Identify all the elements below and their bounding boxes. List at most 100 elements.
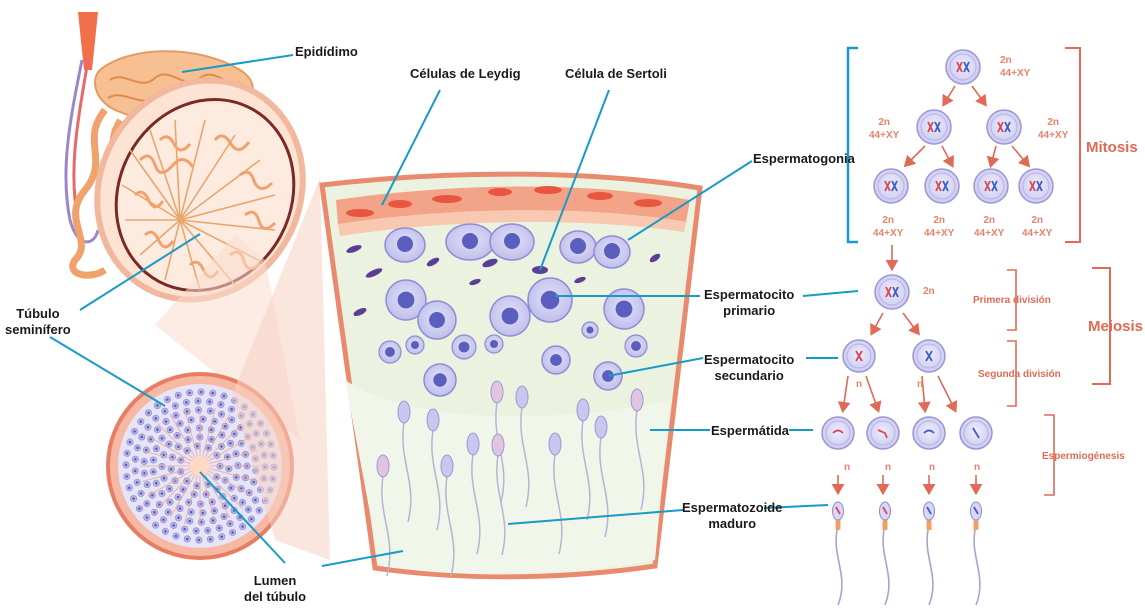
tubule-cell-nucleus [152, 471, 155, 474]
tubule-cell-nucleus [179, 507, 182, 510]
flow-cell [874, 169, 908, 203]
spermatocyte-small-nucleus [631, 341, 641, 351]
flow-cell [822, 417, 854, 449]
label-secundario-line1: Espermatocito [704, 352, 794, 368]
spermatid-head [549, 433, 561, 455]
tubule-cell-nucleus [167, 511, 170, 514]
flow-arrow [906, 146, 925, 165]
label-espermatocito-primario: Espermatocito primario [704, 287, 794, 319]
ploidy-mid-right: 2n 44+XY [1038, 116, 1068, 142]
ploidy-n-0: n [844, 461, 850, 474]
tubule-cell-nucleus [126, 452, 129, 455]
spermatocyte-nucleus [502, 308, 519, 325]
flow-arrow [866, 376, 878, 410]
tubule-cell-nucleus [200, 391, 203, 394]
tubule-cell-nucleus [241, 525, 244, 528]
sperm-tail [974, 526, 980, 605]
sperm-midpiece [927, 520, 932, 530]
ploidy-top-karyo: 44+XY [1000, 67, 1030, 80]
tubule-cell-nucleus [207, 447, 210, 450]
sperm-tail [883, 526, 889, 605]
tubule-cell-nucleus [187, 438, 190, 441]
tubule-cell-nucleus [175, 535, 178, 538]
tubule-cell-nucleus [163, 477, 166, 480]
tubule-cell-nucleus [168, 443, 171, 446]
label-primario-line2: primario [704, 303, 794, 319]
flow-cell [946, 50, 980, 84]
tubule-cell-nucleus [196, 484, 199, 487]
tubule-cell-nucleus [170, 468, 173, 471]
tubule-cell-nucleus [212, 519, 215, 522]
tubule-cell-nucleus [224, 425, 227, 428]
tubule-cell-nucleus [143, 460, 146, 463]
label-secundario-line2: secundario [704, 368, 794, 384]
tubule-cell-nucleus [162, 518, 165, 521]
flow-cell [913, 417, 945, 449]
spermatid-head [491, 381, 503, 403]
tubule-cell-nucleus [172, 524, 175, 527]
spermatid-head [577, 399, 589, 421]
tubule-cell-nucleus [224, 504, 227, 507]
tubule-cell-nucleus [146, 502, 149, 505]
tubule-cell-nucleus [185, 401, 188, 404]
tubule-cell-nucleus [237, 464, 240, 467]
tubule-cell-nucleus [177, 496, 180, 499]
tubule-cell-nucleus [146, 516, 149, 519]
tubule-cell-nucleus [164, 410, 167, 413]
label-espermatocito-secundario: Espermatocito secundario [704, 352, 794, 384]
phase-meiosis: Meiosis [1088, 318, 1143, 335]
flow-arrow [944, 86, 955, 104]
tubule-cell-nucleus [226, 456, 229, 459]
ploidy-midright-2n: 2n [1038, 116, 1068, 129]
spermatogonium-nucleus [570, 238, 586, 254]
tubule-cell-nucleus [209, 410, 212, 413]
tubule-cell-nucleus [138, 507, 141, 510]
tubule-cell-nucleus [134, 470, 137, 473]
spermatid-head [377, 455, 389, 477]
flow-cell [1019, 169, 1053, 203]
label-tubulo-seminifero: Túbulo seminífero [5, 306, 71, 338]
label-maduro-line1: Espermatozoide [682, 500, 782, 516]
tubule-cell-nucleus [193, 493, 196, 496]
label-espermatida: Espermátida [711, 423, 789, 439]
tubule-cell-nucleus [155, 447, 158, 450]
tubule-cell-nucleus [155, 482, 158, 485]
tubule-cell-nucleus [147, 412, 150, 415]
tubule-cell-nucleus [220, 403, 223, 406]
tubule-cell-nucleus [202, 418, 205, 421]
sperm-midpiece [836, 520, 841, 530]
tubule-cell-nucleus [175, 414, 178, 417]
tubule-cell-nucleus [153, 511, 156, 514]
tubule-cell-nucleus [156, 428, 159, 431]
tubule-cell-nucleus [143, 472, 146, 475]
ploidy-top-2n: 2n [1000, 54, 1030, 67]
tubule-cell-nucleus [235, 452, 238, 455]
tubule-cell-nucleus [247, 508, 250, 511]
flow-arrow [972, 86, 985, 104]
phase-segunda-division: Segunda división [978, 369, 1061, 380]
label-tubulo-line1: Túbulo [5, 306, 71, 322]
spermatid-head [441, 455, 453, 477]
tubule-cell-nucleus [133, 430, 136, 433]
tubule-cell-nucleus [197, 409, 200, 412]
ploidy-row3-2: 2n 44+XY [974, 214, 1004, 240]
tubule-cell-nucleus [147, 426, 150, 429]
ploidy-row3-0-karyo: 44+XY [873, 227, 903, 240]
ploidy-n-left: n [856, 378, 862, 391]
spermatocyte-nucleus [398, 292, 415, 309]
spermatocyte-small-nucleus [586, 326, 593, 333]
tubule-cell-nucleus [210, 438, 213, 441]
sperm-tail [836, 526, 842, 605]
tubule-cell-nucleus [211, 501, 214, 504]
mitosis-bracket-left [848, 48, 858, 242]
tubule-cell-nucleus [188, 520, 191, 523]
flow-arrow [991, 146, 996, 165]
tubule-cell-nucleus [136, 447, 139, 450]
tubule-cell-nucleus [220, 413, 223, 416]
tubule-cell-nucleus [208, 400, 211, 403]
tubule-cell-nucleus [200, 521, 203, 524]
tubule-cell-nucleus [199, 503, 202, 506]
tubule-cell-nucleus [188, 391, 191, 394]
tubule-cell-nucleus [229, 522, 232, 525]
